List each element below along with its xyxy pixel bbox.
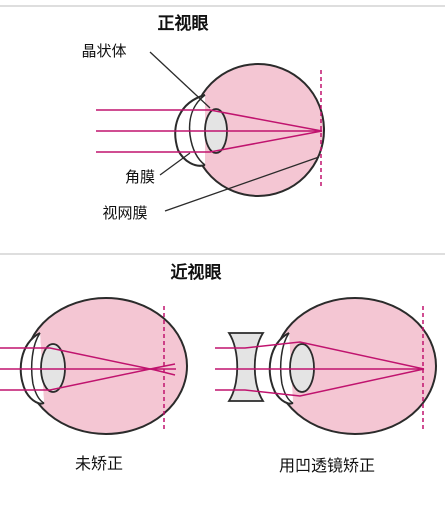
lens-label: 晶状体 xyxy=(81,42,126,60)
corrected-light-rays xyxy=(215,341,425,397)
cornea-leader-line xyxy=(159,152,191,176)
normal-eye xyxy=(96,63,325,197)
retina-label: 视网膜 xyxy=(102,204,147,222)
normal-light-rays xyxy=(96,109,323,153)
retina-leader-line xyxy=(164,156,320,212)
myopic-lens-right xyxy=(289,343,315,393)
myopic-light-rays-left xyxy=(0,347,176,391)
caption-corrected: 用凹透镜矫正 xyxy=(279,456,375,475)
myopic-lens-left xyxy=(40,343,66,393)
cornea-label: 角膜 xyxy=(125,168,155,186)
myopic-eye-corrected xyxy=(215,297,437,435)
bottom-title: 近视眼 xyxy=(171,262,222,283)
caption-uncorrected: 未矫正 xyxy=(75,454,123,473)
top-title: 正视眼 xyxy=(158,13,209,34)
lens-leader-line xyxy=(149,51,211,109)
myopic-eye-uncorrected xyxy=(0,297,188,435)
